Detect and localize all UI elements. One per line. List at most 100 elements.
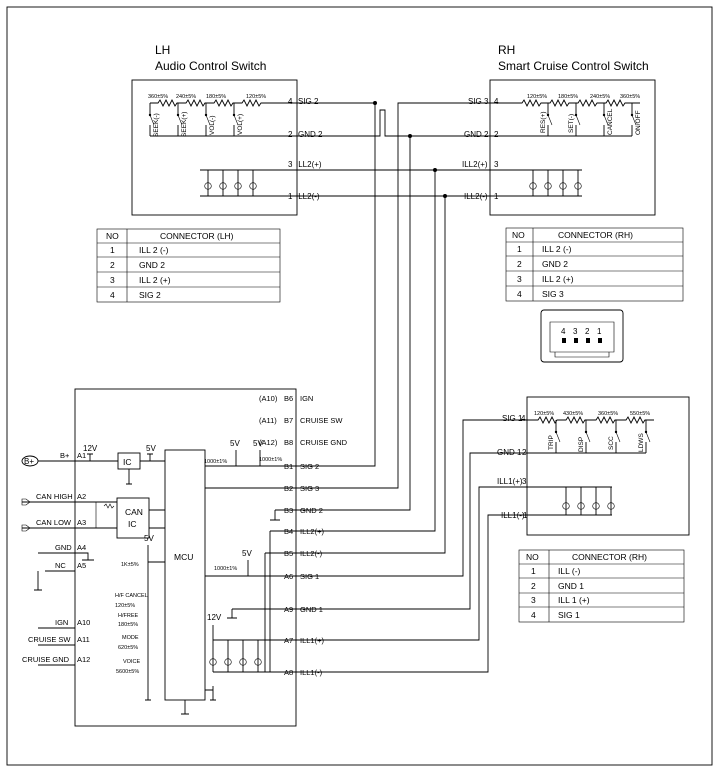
lh-table-row-3-name: ILL 2 (+): [139, 275, 171, 285]
r-1000-c: 1000±1%: [214, 566, 237, 572]
unit-right-label-b5: ILL2(-): [300, 549, 323, 558]
lower-rh-table-header-connector: CONNECTOR (RH): [572, 552, 647, 562]
lower-rh-pin-1-num: 1: [523, 511, 528, 520]
lh-title: Audio Control Switch: [155, 59, 266, 73]
lower-rh-pin-4-num: 4: [521, 414, 526, 423]
lower-rh-table-row-3-no: 3: [531, 595, 536, 605]
unit-right-label-a7: ILL1(+): [300, 636, 324, 645]
lower-rh-table-header-no: NO: [526, 552, 539, 562]
unit-internal-wiring: [21, 450, 296, 715]
unit-right-alt-b6: (A10): [259, 394, 278, 403]
lower-rh-connector-table: [518, 549, 685, 623]
unit-right-pin-b4: B4: [284, 527, 293, 536]
lh-pin-4-label: SIG 2: [298, 97, 319, 106]
lh-table-header-no: NO: [106, 231, 119, 241]
unit-left-pin-a2: A2: [77, 492, 86, 501]
lh-switch-4: VOL(+): [237, 114, 244, 135]
rh-res-4: 360±5%: [620, 94, 640, 100]
mode-label-3: MODE: [122, 635, 139, 641]
unit-left-label-a1: B+: [60, 451, 70, 460]
main-unit-box: [74, 388, 297, 727]
connector-pin-2: 2: [585, 327, 590, 336]
rh-table-row-3-no: 3: [517, 274, 522, 284]
r-1000-b: 1000±1%: [259, 457, 282, 463]
harness-wires: [286, 102, 527, 673]
unit-right-pin-a7: A7: [284, 636, 293, 645]
unit-right-pin-b8: B8: [284, 438, 293, 447]
lower-rh-res-4: 550±5%: [630, 411, 650, 417]
mode-res-1: 120±5%: [115, 603, 135, 609]
mode-res-2: 180±5%: [118, 622, 138, 628]
rh-switch-3: CANCEL: [607, 108, 614, 135]
rh-table-row-1-no: 1: [517, 244, 522, 254]
lower-rh-table-row-2-no: 2: [531, 581, 536, 591]
unit-right-pin-b7: B7: [284, 416, 293, 425]
lower-rh-pin-1-label: ILL1(-): [501, 511, 525, 520]
lh-table-row-2-name: GND 2: [139, 260, 165, 270]
lh-switch-circuit: [148, 98, 286, 197]
unit-left-label-a3: CAN LOW: [36, 518, 72, 527]
unit-right-label-a9: GND 1: [300, 605, 323, 614]
lh-table-header-connector: CONNECTOR (LH): [160, 231, 234, 241]
unit-left-pin-a5: A5: [77, 561, 86, 570]
lh-res-2: 240±5%: [176, 94, 196, 100]
can-ic-label-2: IC: [128, 519, 137, 529]
rh-switch-circuit: [505, 98, 640, 197]
can-ic-label-1: CAN: [125, 507, 143, 517]
mcu-label: MCU: [174, 552, 193, 562]
rh-res-2: 180±5%: [558, 94, 578, 100]
lower-rh-switch-4: LDWS: [638, 433, 645, 452]
can-ic-box: [116, 497, 150, 539]
lh-pin-1-num: 1: [288, 192, 293, 201]
rh-table-row-3-name: ILL 2 (+): [542, 274, 574, 284]
unit-left-label-a10: IGN: [55, 618, 68, 627]
lh-pin-3-label: ILL2(+): [296, 160, 322, 169]
lh-table-row-1-no: 1: [110, 245, 115, 255]
rh-switch-1: RES(+): [540, 112, 547, 134]
v5-label-1: 5V: [146, 444, 156, 453]
power-ic-label: IC: [123, 457, 132, 467]
unit-right-label-b3: GND 2: [300, 506, 323, 515]
unit-left-pin-a3: A3: [77, 518, 86, 527]
lower-rh-table-row-4-no: 4: [531, 610, 536, 620]
v5-label-5: 5V: [144, 534, 154, 543]
unit-right-pin-b2: B2: [284, 484, 293, 493]
lh-table-row-2-no: 2: [110, 260, 115, 270]
lh-switch-box: [131, 79, 298, 216]
v5-label-3: 5V: [253, 439, 263, 448]
diagram-border: [6, 6, 713, 766]
unit-right-alt-b8: (A12): [259, 438, 278, 447]
rh-switch-4: ON/OFF: [635, 110, 642, 135]
rh-table-header-connector: CONNECTOR (RH): [558, 230, 633, 240]
v12-label: 12V: [83, 444, 98, 453]
lower-rh-switch-box: [526, 396, 690, 536]
lower-rh-res-2: 430±5%: [563, 411, 583, 417]
rh-switch-box: [489, 79, 656, 216]
mode-label-1: H/F CANCEL: [115, 593, 148, 599]
connector-pin-3: 3: [573, 327, 578, 336]
lower-rh-pin-2-label: GND 1: [497, 448, 522, 457]
lh-switch-1: SEEK(-): [153, 113, 160, 137]
lower-rh-pin-4-label: SIG 1: [502, 414, 523, 423]
lower-rh-table-row-1-name: ILL (-): [558, 566, 581, 576]
lh-connector-table: [96, 228, 281, 303]
unit-right-pin-b5: B5: [284, 549, 293, 558]
lh-table-row-1-name: ILL 2 (-): [139, 245, 169, 255]
unit-left-pin-a11: A11: [77, 635, 90, 644]
rh-connector-face: [540, 309, 624, 363]
unit-right-pin-b3: B3: [284, 506, 293, 515]
mcu-box: [164, 449, 206, 701]
lower-rh-table-row-3-name: ILL 1 (+): [558, 595, 590, 605]
lower-rh-pin-3-label: ILL1(+): [497, 477, 523, 486]
rh-pin-4-num: 4: [494, 97, 499, 106]
unit-right-pin-a9: A9: [284, 605, 293, 614]
unit-right-label-b1: SIG 2: [300, 462, 319, 471]
unit-right-pin-a6: A6: [284, 572, 293, 581]
lh-pin-3-num: 3: [288, 160, 293, 169]
unit-left-label-a11: CRUISE SW: [28, 635, 71, 644]
unit-left-pin-a1: A1: [77, 451, 86, 460]
lh-res-4: 120±5%: [246, 94, 266, 100]
unit-left-pin-a10: A10: [77, 618, 90, 627]
rh-pin-1-label: ILL2(-): [464, 192, 488, 201]
lh-side-label: LH: [155, 43, 170, 57]
